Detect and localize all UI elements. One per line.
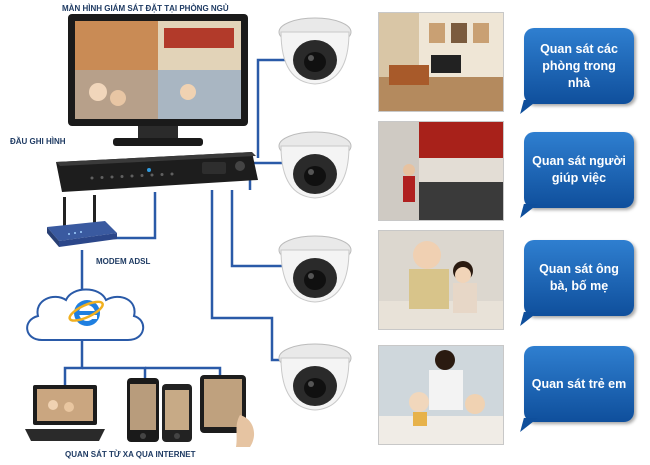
dome-camera-icon: [278, 343, 352, 411]
room-photo-children: [378, 345, 504, 445]
room-photo-kitchen: [378, 121, 504, 221]
phone-icon: [162, 384, 192, 442]
internet-label: QUAN SÁT TỪ XA QUA INTERNET: [65, 450, 196, 459]
bubble-grandparents-text: Quan sát ông bà, bố mẹ: [539, 262, 619, 293]
tablet-icon: [200, 375, 255, 447]
laptop-icon: [25, 385, 105, 441]
room-photo-grandparents: [378, 230, 504, 330]
ie-logo-icon: [68, 300, 104, 326]
bubble-children: Quan sát trẻ em: [524, 346, 634, 422]
dvr-label: ĐẦU GHI HÌNH: [10, 137, 66, 146]
dvr-icon: [56, 152, 258, 192]
phone-icon: [127, 378, 159, 442]
room-photo-living: [378, 12, 504, 112]
bubble-children-text: Quan sát trẻ em: [531, 376, 627, 391]
dome-camera-icon: [278, 235, 352, 303]
dome-camera-icon: [278, 17, 352, 85]
modem-label: MODEM ADSL: [96, 257, 151, 266]
router-icon: [47, 195, 117, 247]
bubble-rooms: Quan sát các phòng trong nhà: [524, 28, 634, 104]
bubble-grandparents: Quan sát ông bà, bố mẹ: [524, 240, 634, 316]
bubble-helper-text: Quan sát người giúp việc: [532, 154, 626, 185]
bubble-helper: Quan sát người giúp việc: [524, 132, 634, 208]
dome-camera-icon: [278, 131, 352, 199]
monitor-label: MÀN HÌNH GIÁM SÁT ĐẶT TẠI PHÒNG NGỦ: [62, 4, 229, 13]
bubble-rooms-text: Quan sát các phòng trong nhà: [540, 41, 618, 90]
monitor-icon: [68, 14, 248, 146]
